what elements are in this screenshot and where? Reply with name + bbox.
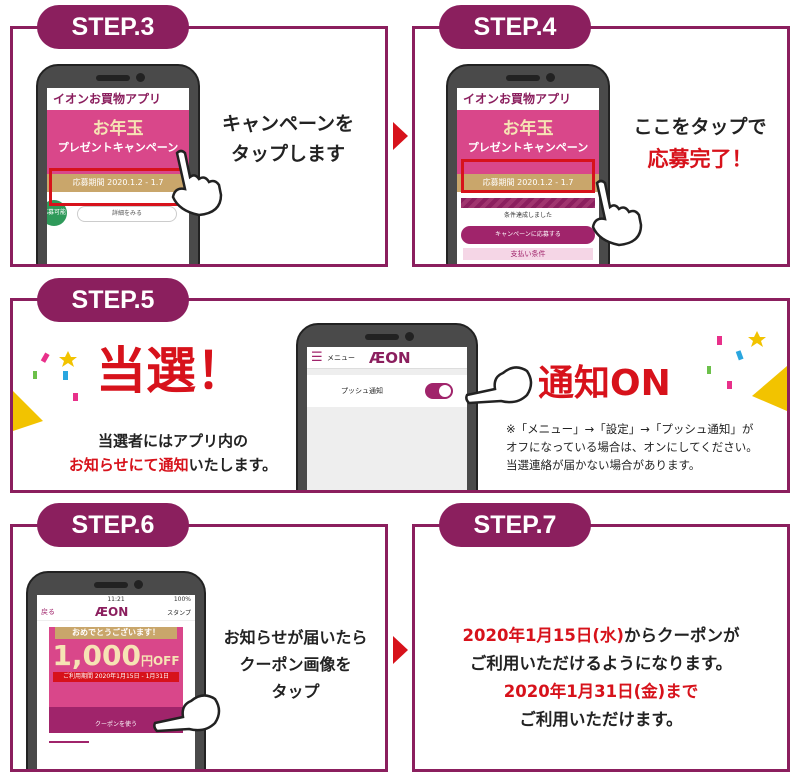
conditions-label: 支払い条件 <box>463 248 593 260</box>
notify-title: 通知ON <box>538 363 671 404</box>
coupon-image[interactable]: おめでとうございます！ 1,000円OFF ご利用期間 2020年1月15日 -… <box>49 627 183 733</box>
step6-panel: 11:21 100% 戻る ÆON スタンプ おめでとうございます！ 1,000… <box>10 524 388 772</box>
info-text: ご利用いただけるようになります。 <box>469 654 733 673</box>
step4-label: STEP.4 <box>439 5 591 49</box>
step3-label: STEP.3 <box>37 5 189 49</box>
pointing-hand-icon <box>171 149 223 217</box>
confetti-icon <box>707 331 787 411</box>
progress-bar <box>461 198 595 208</box>
pointing-hand-icon <box>591 179 643 247</box>
instruction-line: ここをタップで <box>633 116 767 138</box>
coupon-start-date: 2020年1月15日(水) <box>462 626 624 645</box>
phone-mockup: イオンお買物アプリ お年玉 プレゼントキャンペーン 応募期間 2020.1.2 … <box>36 64 200 264</box>
step7-panel: 2020年1月15日(水)からクーポンが ご利用いただけるようになります。 20… <box>412 524 790 772</box>
coupon-unit: 円OFF <box>140 654 180 668</box>
info-text: からクーポンが <box>623 626 740 645</box>
banner-title: お年玉 <box>502 119 554 139</box>
apply-badge: 応募可能 <box>47 200 67 226</box>
status-time: 11:21 <box>107 596 125 603</box>
details-button[interactable]: 詳細をみる <box>77 206 177 222</box>
arrow-right-icon <box>393 122 408 150</box>
banner-sub: プレゼントキャンペーン <box>467 141 589 154</box>
apply-button[interactable]: キャンペーンに応募する <box>461 226 595 244</box>
note-line: ※「メニュー」→「設定」→「プッシュ通知」が <box>506 422 754 436</box>
win-description: 当選者にはアプリ内の <box>97 432 248 450</box>
coupon-period: ご利用期間 2020年1月15日 - 1月31日 <box>53 672 179 682</box>
banner-title: お年玉 <box>92 119 144 139</box>
campaign-banner[interactable]: お年玉 プレゼントキャンペーン <box>47 110 189 174</box>
push-toggle[interactable] <box>425 383 453 399</box>
instruction-line: お知らせが届いたら <box>223 628 368 647</box>
instruction-line: キャンペーンを <box>221 113 355 135</box>
note-line: オフになっている場合は、オンにしてください。 <box>506 440 758 454</box>
menu-label[interactable]: メニュー <box>327 354 355 362</box>
campaign-banner: お年玉 プレゼントキャンペーン <box>457 110 599 174</box>
app-title: イオンお買物アプリ <box>47 88 189 110</box>
step6-label: STEP.6 <box>37 503 189 547</box>
step3-panel: イオンお買物アプリ お年玉 プレゼントキャンペーン 応募期間 2020.1.2 … <box>10 26 388 267</box>
phone-mockup: 11:21 100% 戻る ÆON スタンプ おめでとうございます！ 1,000… <box>26 571 206 769</box>
info-text: ご利用いただけます。 <box>519 710 683 729</box>
banner-sub: プレゼントキャンペーン <box>57 141 179 154</box>
instruction-line: タップ <box>271 682 320 701</box>
period: 応募期間 2020.1.2 - 1.7 <box>457 174 599 192</box>
highlight-frame <box>461 159 595 193</box>
pointing-hand-icon <box>153 694 221 733</box>
coupon-end-date: 2020年1月31日(金)まで <box>503 682 699 701</box>
arrow-right-icon <box>393 636 408 664</box>
aeon-logo: ÆON <box>369 349 411 367</box>
status-text: 条件達成しました <box>503 212 552 219</box>
win-headline: 当選！ <box>96 342 246 400</box>
step5-label: STEP.5 <box>37 278 189 322</box>
coupon-title: おめでとうございます！ <box>55 627 177 639</box>
instruction-line: タップします <box>230 143 345 165</box>
instruction-line: クーポン画像を <box>239 655 352 674</box>
pointing-hand-icon <box>465 366 533 405</box>
instruction-highlight: 応募完了！ <box>647 147 753 171</box>
note-line: 当選連絡が届かない場合があります。 <box>506 458 701 472</box>
push-setting-row: プッシュ通知 <box>307 375 467 407</box>
phone-mockup: ☰ メニュー ÆON プッシュ通知 <box>296 323 478 490</box>
step5-panel: 当選！ 当選者にはアプリ内の お知らせにて通知いたします。 ☰ メニュー ÆON… <box>10 298 790 493</box>
win-description-rest: いたします。 <box>188 456 278 474</box>
coupon-amount: 1,000 <box>52 639 141 672</box>
confetti-icon <box>13 351 78 431</box>
step7-label: STEP.7 <box>439 503 591 547</box>
phone-mockup: イオンお買物アプリ お年玉 プレゼントキャンペーン 応募期間 2020.1.2 … <box>446 64 610 264</box>
status-bar: 11:21 100% <box>37 595 195 605</box>
stamp-button[interactable]: スタンプ <box>167 610 191 617</box>
battery-level: 100% <box>173 596 191 603</box>
menu-icon[interactable]: ☰ <box>311 350 323 365</box>
win-description-highlight: お知らせにて通知 <box>68 456 189 474</box>
push-label: プッシュ通知 <box>341 387 383 395</box>
back-button[interactable]: 戻る <box>41 608 55 616</box>
aeon-logo: ÆON <box>95 605 129 619</box>
app-title: イオンお買物アプリ <box>457 88 599 110</box>
step4-panel: イオンお買物アプリ お年玉 プレゼントキャンペーン 応募期間 2020.1.2 … <box>412 26 790 267</box>
app-header: ☰ メニュー ÆON <box>307 347 467 369</box>
period: 応募期間 2020.1.2 - 1.7 <box>47 174 189 192</box>
